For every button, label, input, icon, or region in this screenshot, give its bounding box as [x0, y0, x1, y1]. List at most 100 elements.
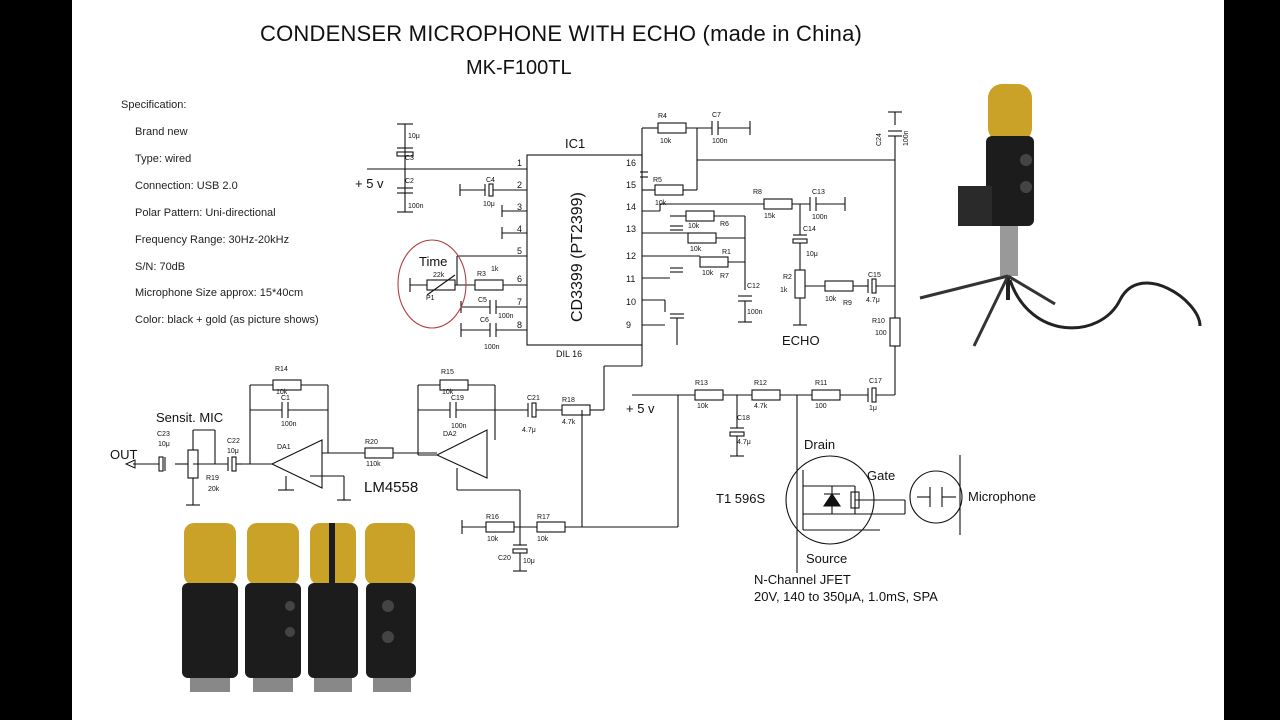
- component-value: 10k: [702, 270, 714, 277]
- component-ref: R8: [753, 189, 762, 196]
- component-value: 10k: [688, 223, 700, 230]
- component-ref: R20: [365, 439, 378, 446]
- component-ref: C6: [480, 317, 489, 324]
- component-ref: R18: [562, 397, 575, 404]
- supply-label: + 5 v: [355, 176, 384, 191]
- component-value: 100n: [812, 214, 828, 221]
- component-value: 110k: [366, 461, 381, 468]
- component-value: 10μ: [408, 133, 420, 140]
- spec-item: S/N: 70dB: [135, 261, 186, 273]
- spec-item: Color: black + gold (as picture shows): [135, 314, 319, 326]
- component-ref: C13: [812, 189, 825, 196]
- pin-label: 10: [626, 297, 636, 307]
- spec-item: Connection: USB 2.0: [135, 180, 238, 192]
- component-value: 100n: [712, 138, 728, 145]
- component-value: 100n: [903, 130, 910, 146]
- jfet-type-label: N-Channel JFET: [754, 572, 851, 587]
- component-value: 4.7μ: [866, 297, 880, 304]
- drain-label: Drain: [804, 437, 835, 452]
- spec-item: Microphone Size approx: 15*40cm: [135, 287, 304, 299]
- component-ref: C12: [747, 283, 760, 290]
- da2-label: DA2: [443, 431, 457, 438]
- pin-label: 5: [517, 246, 522, 256]
- pin-label: 15: [626, 180, 636, 190]
- component-ref: C3: [405, 155, 414, 162]
- component-value: 100n: [408, 203, 424, 210]
- echo-label: ECHO: [782, 333, 820, 348]
- component-value: 1k: [491, 266, 499, 273]
- component-ref: R1: [722, 249, 731, 256]
- component-ref: C19: [451, 395, 464, 402]
- component-value: 10μ: [227, 448, 239, 455]
- component-value: 10μ: [483, 201, 495, 208]
- time-control-circle: [397, 239, 467, 329]
- component-value: 10k: [276, 389, 288, 396]
- ic-name-label: CD3399 (PT2399): [569, 192, 586, 322]
- pin-label: 7: [517, 297, 522, 307]
- component-value: 100n: [281, 421, 297, 428]
- wires: [133, 111, 963, 573]
- pin-label: 8: [517, 320, 522, 330]
- component-ref: R7: [720, 273, 729, 280]
- component-ref: C2: [405, 178, 414, 185]
- spec-item: Brand new: [135, 126, 188, 138]
- component-value: 15k: [764, 213, 776, 220]
- pin-label: 9: [626, 320, 631, 330]
- component-ref: R3: [477, 271, 486, 278]
- component-value: 22k: [433, 272, 445, 279]
- pin-label: 1: [517, 158, 522, 168]
- component-ref: R9: [843, 300, 852, 307]
- component-value: 1k: [780, 287, 788, 294]
- component-ref: C17: [869, 378, 882, 385]
- pin-label: 6: [517, 274, 522, 284]
- out-label: OUT: [110, 447, 138, 462]
- component-value: 10k: [537, 536, 549, 543]
- pin-label: 13: [626, 224, 636, 234]
- ic-body: [526, 154, 643, 346]
- component-value: 10μ: [158, 441, 170, 448]
- component-ref: R10: [872, 318, 885, 325]
- component-ref: R14: [275, 366, 288, 373]
- component-ref: R12: [754, 380, 767, 387]
- component-value: 10k: [690, 246, 702, 253]
- component-ref: P1: [426, 295, 435, 302]
- opamp-label: LM4558: [364, 479, 418, 496]
- ic-ref-label: IC1: [565, 136, 585, 151]
- component-ref: C21: [527, 395, 540, 402]
- out-arrow-icon: [124, 459, 136, 469]
- microphone-label: Microphone: [968, 489, 1036, 504]
- supply-label: + 5 v: [626, 401, 655, 416]
- component-value: 100n: [747, 309, 763, 316]
- component-value: 100n: [484, 344, 500, 351]
- microphone-product-photo: [919, 84, 1202, 347]
- component-ref: R11: [815, 380, 827, 387]
- component-value: 100: [875, 330, 887, 337]
- component-ref: C23: [157, 431, 170, 438]
- component-value: 10μ: [806, 251, 818, 258]
- component-ref: C20: [498, 555, 511, 562]
- pin-label: 14: [626, 202, 636, 212]
- component-ref: C18: [737, 415, 750, 422]
- component-ref: R5: [653, 177, 662, 184]
- spec-heading: Specification:: [121, 99, 187, 111]
- component-value: 10k: [655, 200, 667, 207]
- component-ref: C24: [876, 133, 883, 146]
- component-value: 10μ: [523, 558, 535, 565]
- component-ref: C7: [712, 112, 721, 119]
- component-value: 100n: [451, 423, 467, 430]
- component-ref: R15: [441, 369, 454, 376]
- transistor-label: T1 596S: [716, 491, 765, 506]
- component-value: 10k: [825, 296, 837, 303]
- component-ref: C1: [281, 395, 290, 402]
- component-ref: R16: [486, 514, 499, 521]
- component-ref: R13: [695, 380, 708, 387]
- component-ref: R2: [783, 274, 792, 281]
- component-ref: R6: [720, 221, 729, 228]
- component-value: 10k: [487, 536, 499, 543]
- pin-label: 12: [626, 251, 636, 261]
- pin-label: 16: [626, 158, 636, 168]
- component-value: 4.7μ: [737, 439, 751, 446]
- gate-label: Gate: [867, 468, 895, 483]
- component-value: 4.7k: [754, 403, 768, 410]
